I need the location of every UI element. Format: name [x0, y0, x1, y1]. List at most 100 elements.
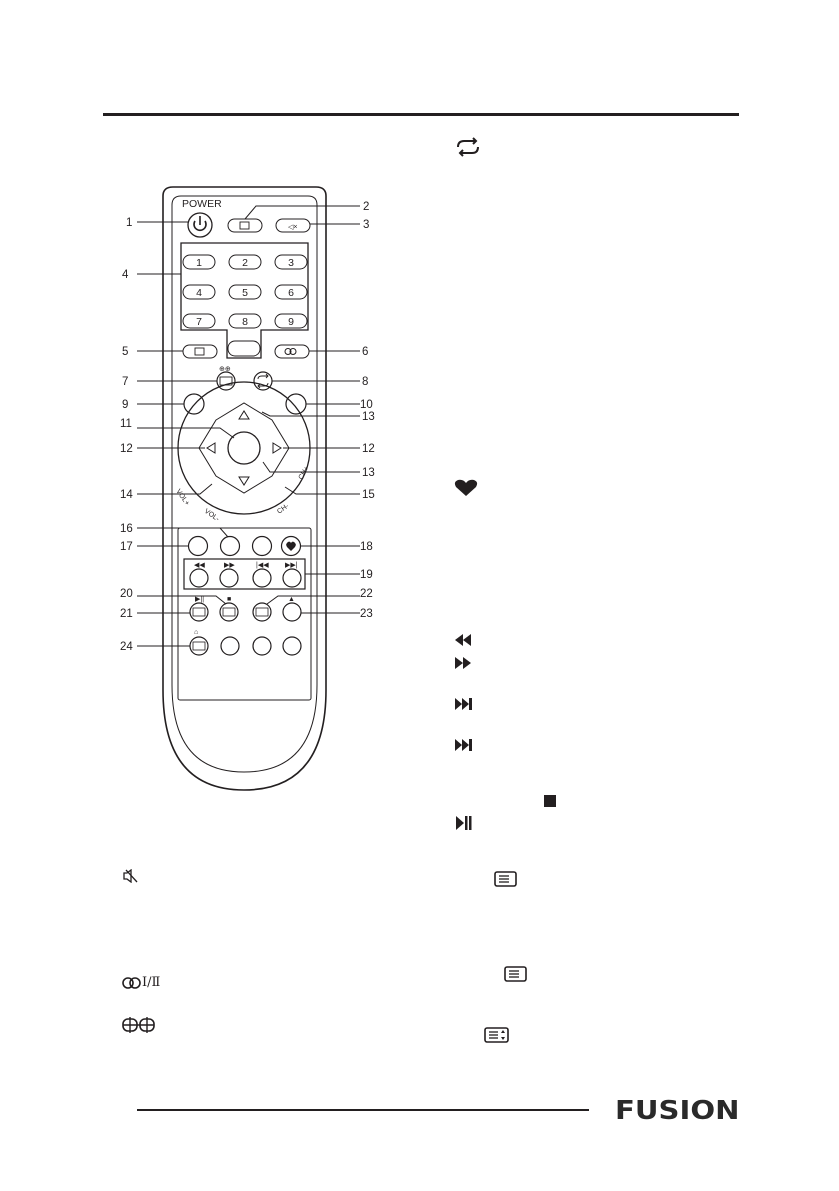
teletext-icon: [504, 966, 527, 982]
digit-button-6[interactable]: [274, 284, 308, 300]
callout-number: 1: [126, 217, 132, 229]
mute-button[interactable]: [275, 218, 311, 233]
digit-button-2[interactable]: [228, 254, 262, 270]
callout-number: 17: [120, 541, 133, 553]
digit-label-7: 7: [196, 316, 202, 328]
digit-label-9: 9: [288, 316, 294, 328]
callout-number: 9: [122, 399, 128, 411]
vol-plus-label: VOL+: [174, 488, 190, 507]
dpad-cross: [198, 402, 290, 494]
media-panel-frame: [177, 527, 312, 701]
svg-text:▶▶|: ▶▶|: [285, 562, 298, 569]
callout-number: 18: [360, 541, 373, 553]
svg-text:|◀◀: |◀◀: [256, 562, 269, 569]
callout-number: 12: [120, 443, 133, 455]
remote-body-outer: [162, 186, 327, 791]
forward-button[interactable]: [219, 568, 239, 588]
mute-icon: [123, 869, 138, 883]
callout-number: 24: [120, 641, 133, 653]
eject-button[interactable]: [282, 602, 302, 622]
menu-button[interactable]: [182, 344, 218, 359]
red-button[interactable]: [187, 535, 209, 557]
digit-button-5[interactable]: [228, 284, 262, 300]
next-track-icon: [455, 739, 472, 751]
stop-icon: [544, 795, 556, 807]
stop-button[interactable]: [219, 602, 239, 622]
digit-label-2: 2: [242, 257, 248, 269]
callout-number: 5: [122, 346, 128, 358]
heart-icon: [454, 479, 478, 496]
digit-label-8: 8: [242, 316, 248, 328]
callout-number: 21: [120, 608, 133, 620]
rewind-icon: [455, 634, 471, 646]
callout-number: 12: [362, 443, 375, 455]
callout-number: 22: [360, 588, 373, 600]
svg-text:⊕⊕: ⊕⊕: [219, 366, 231, 373]
teletext-icon: [494, 871, 517, 887]
up-arrow-button[interactable]: [238, 410, 250, 420]
header-rule: [103, 113, 739, 116]
callout-number: 23: [360, 608, 373, 620]
callout-number: 13: [362, 467, 375, 479]
audio-mode-symbol: Ⅰ/Ⅱ: [142, 975, 161, 990]
right-round-button[interactable]: [285, 393, 307, 415]
fast-forward-icon: [455, 657, 471, 669]
digit-label-4: 4: [196, 287, 202, 299]
svg-text:◀◀: ◀◀: [194, 562, 205, 569]
svg-text:▶▶: ▶▶: [224, 562, 235, 569]
play-pause-button[interactable]: [189, 602, 209, 622]
digit-label-6: 6: [288, 287, 294, 299]
callout-number: 15: [362, 489, 375, 501]
digit-label-3: 3: [288, 257, 294, 269]
callout-number: 11: [120, 418, 132, 430]
down-arrow-button[interactable]: [238, 476, 250, 486]
ok-button[interactable]: [227, 431, 261, 465]
text-button[interactable]: [252, 602, 272, 622]
blank-button-1[interactable]: [220, 636, 240, 656]
next-button[interactable]: [282, 568, 302, 588]
right-arrow-button[interactable]: [272, 442, 282, 454]
digit-button-8[interactable]: [228, 313, 262, 329]
digit-button-1[interactable]: [182, 254, 216, 270]
callout-number: 10: [360, 399, 373, 411]
callout-leaders: [137, 205, 360, 647]
yellow-button[interactable]: [251, 535, 273, 557]
svg-text:▶||: ▶||: [195, 596, 204, 603]
callout-number: 14: [120, 489, 133, 501]
callout-number: 13: [362, 411, 375, 423]
repeat-icon: [457, 137, 479, 157]
digit-button-9[interactable]: [274, 313, 308, 329]
rewind-button[interactable]: [189, 568, 209, 588]
teletext-size-icon: [484, 1027, 509, 1043]
callout-number: 20: [120, 588, 133, 600]
next-track-icon: [455, 698, 472, 710]
digit-button-7[interactable]: [182, 313, 216, 329]
callout-number: 6: [362, 346, 368, 358]
blank-button-3[interactable]: [282, 636, 302, 656]
callout-number: 7: [122, 376, 128, 388]
svg-text:⌂: ⌂: [194, 629, 198, 636]
green-button[interactable]: [219, 535, 241, 557]
power-label: POWER: [182, 198, 222, 210]
digit-label-1: 1: [196, 257, 202, 269]
digit-button-4[interactable]: [182, 284, 216, 300]
callout-number: 8: [362, 376, 368, 388]
brand-logo: FUSION: [615, 1096, 740, 1126]
digit-button-0[interactable]: [227, 340, 261, 357]
remote-body-inner: [171, 195, 318, 773]
blank-button-2[interactable]: [252, 636, 272, 656]
footer-rule: [137, 1109, 589, 1111]
digit-button-3[interactable]: [274, 254, 308, 270]
left-arrow-button[interactable]: [206, 442, 216, 454]
digit-label-5: 5: [242, 287, 248, 299]
callout-number: 16: [120, 523, 133, 535]
callout-number: 2: [363, 201, 369, 213]
audio-button[interactable]: [274, 344, 310, 359]
prev-button[interactable]: [252, 568, 272, 588]
callout-number: 3: [363, 219, 369, 231]
svg-text:▲: ▲: [288, 596, 295, 603]
ch-plus-label: CH+: [298, 465, 311, 481]
source-button[interactable]: [227, 218, 263, 233]
